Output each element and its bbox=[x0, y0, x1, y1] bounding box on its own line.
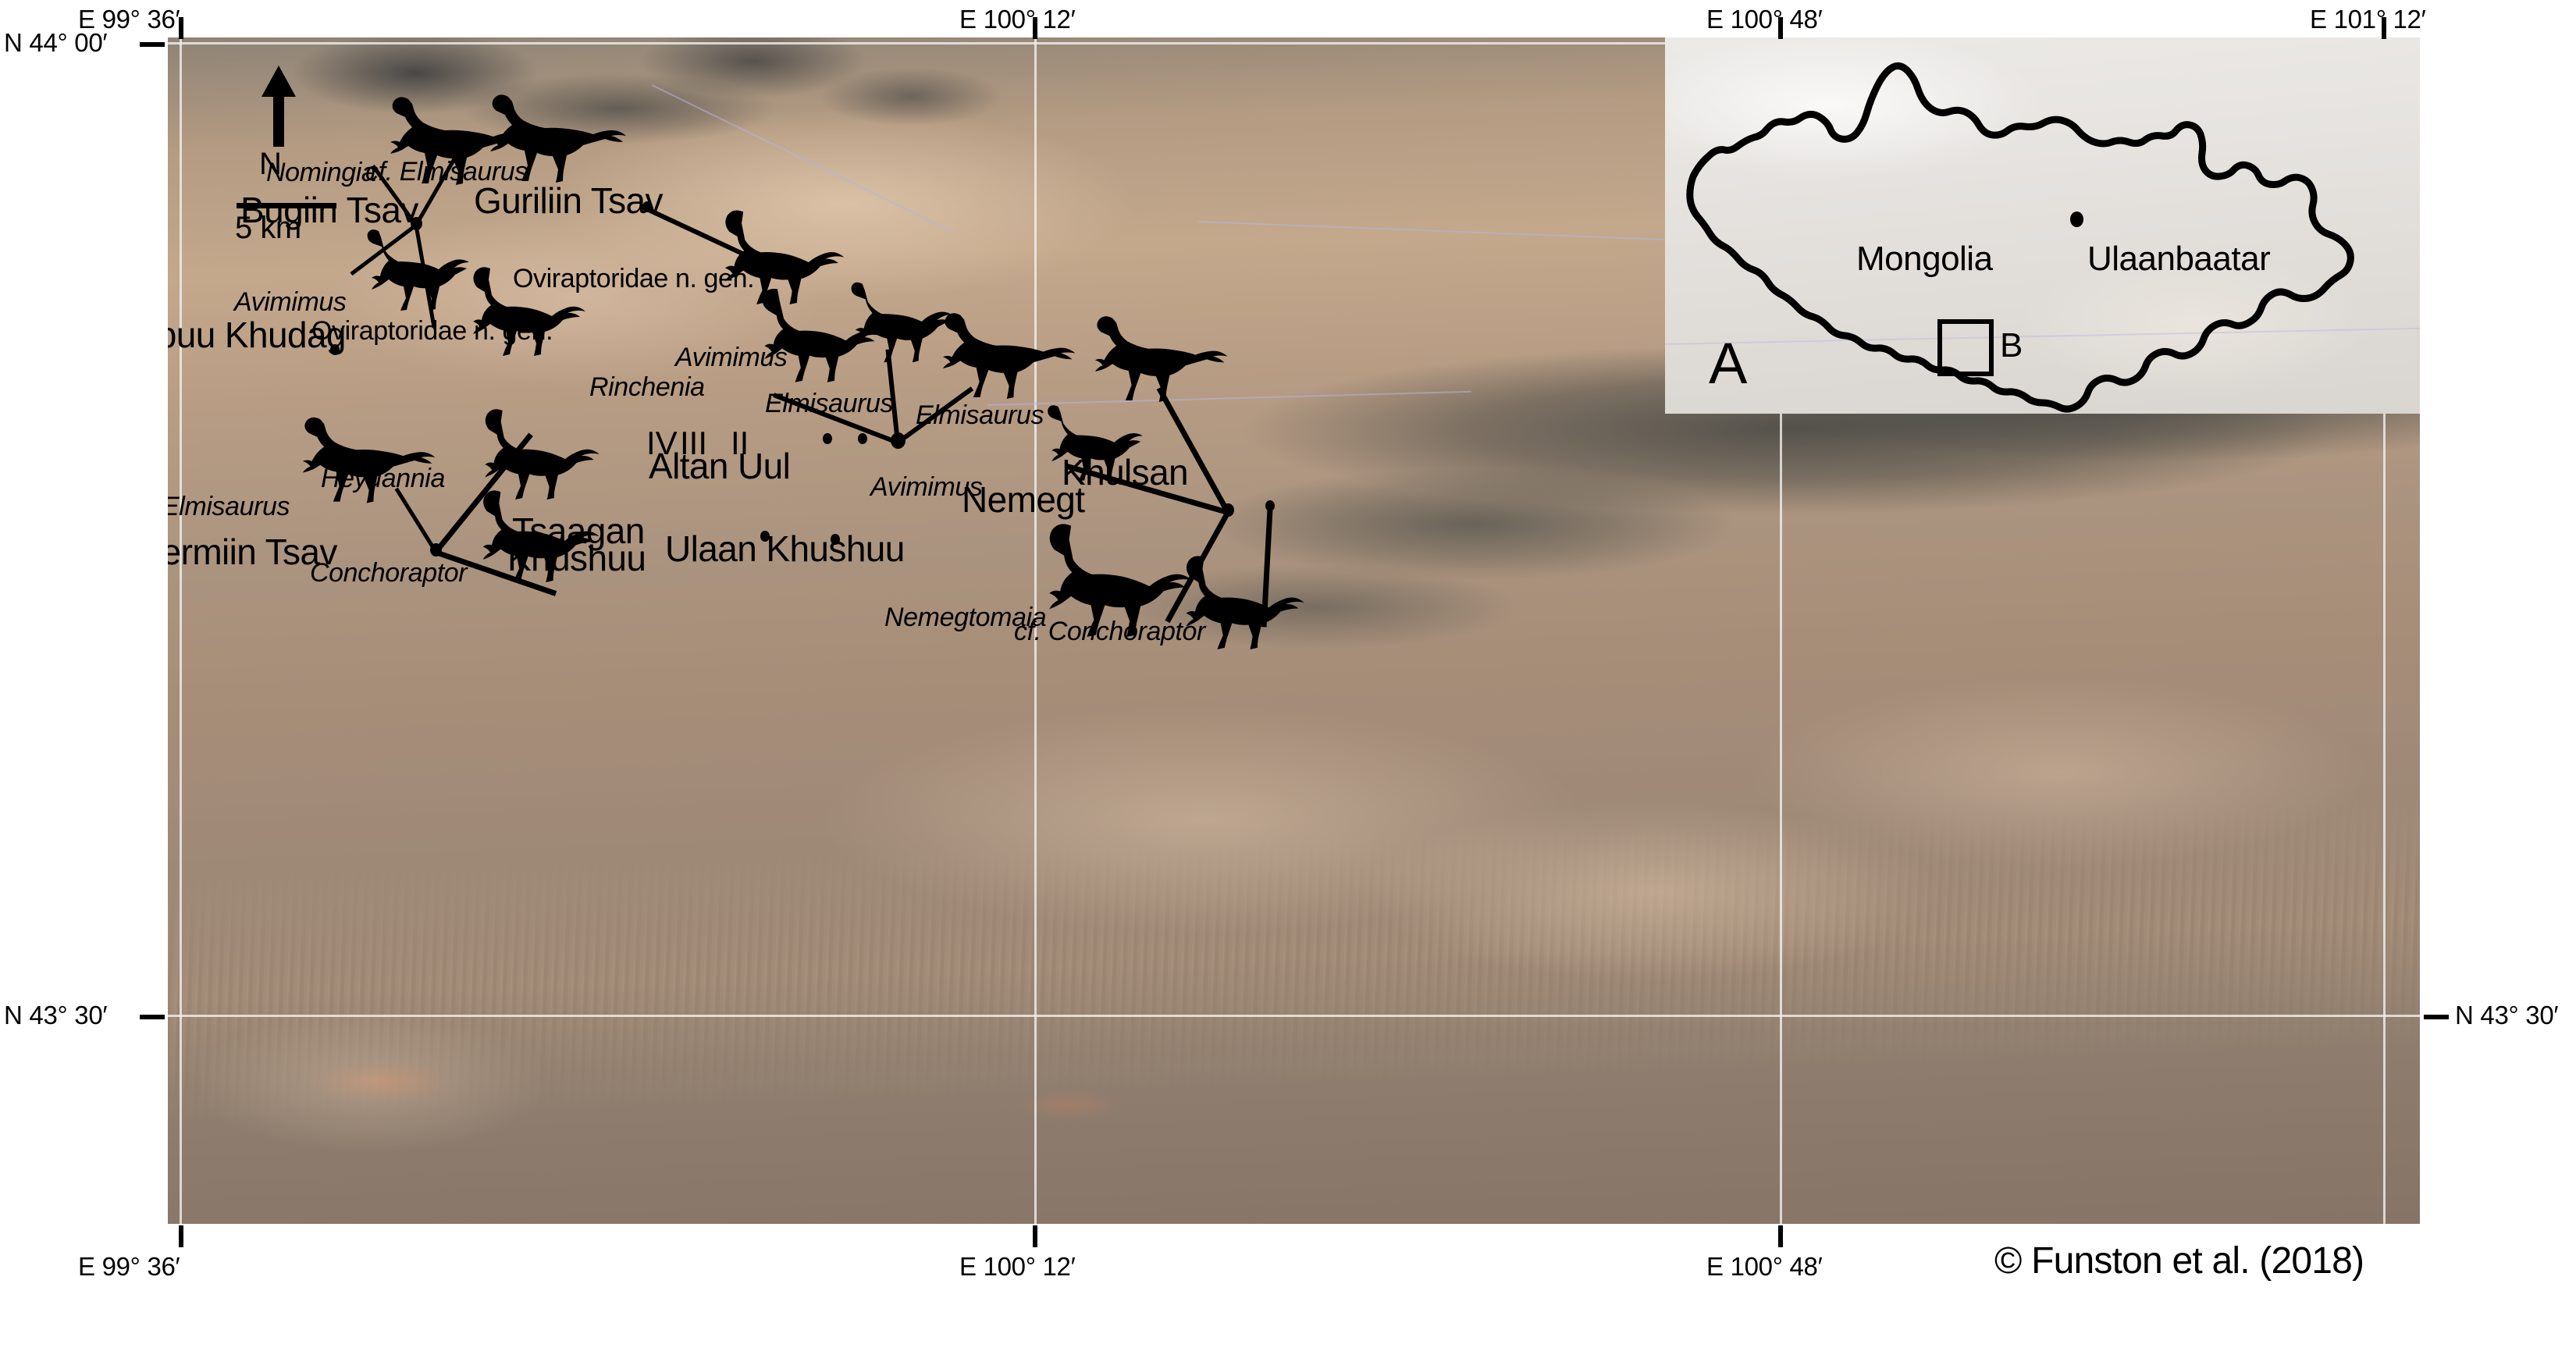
coord-label-top-e100-48: E 100° 48′ bbox=[1706, 5, 1823, 34]
locality-dot-tsaagan-khushuu[interactable] bbox=[760, 531, 770, 542]
inset-label-mongolia: Mongolia bbox=[1856, 240, 1993, 278]
place-label-ulaan-khushuu: Ulaan Khushuu bbox=[665, 528, 905, 569]
coord-tick-bottom-e100-12 bbox=[1033, 1225, 1037, 1247]
taxon-label-rinchenia: Rinchenia bbox=[589, 372, 705, 402]
taxon-label-nemegtomaia: Nemegtomaia bbox=[884, 603, 1047, 632]
place-label-altan-uul: Altan Uul bbox=[649, 446, 791, 486]
place-label-khushuu: Khushuu bbox=[507, 538, 646, 578]
coord-tick-right-n43-30 bbox=[2424, 1015, 2449, 1019]
coord-label-bottom-e100-48: E 100° 48′ bbox=[1706, 1252, 1823, 1281]
taxon-label-nomingia: Nomingia bbox=[266, 158, 376, 187]
north-arrow-icon bbox=[262, 66, 296, 147]
silhouette-heyuannia bbox=[485, 409, 600, 500]
taxon-label-elmisaurus-altan: Elmisaurus bbox=[765, 389, 894, 418]
place-label-bambuu-khudag: Bambuu Khudag bbox=[168, 315, 347, 355]
coord-label-left-n43-30: N 43° 30′ bbox=[4, 1001, 108, 1030]
coord-label-left-n44-00: N 44° 00′ bbox=[4, 28, 108, 57]
inset-label-study-area-b: B bbox=[2000, 326, 2023, 365]
silhouette-avimimus-bugiin bbox=[367, 229, 469, 311]
place-label-bugiin-tsav: Bugiin Tsav bbox=[240, 190, 418, 230]
silhouette-cf-elmisaurus bbox=[490, 94, 626, 183]
coord-tick-top-e100-48 bbox=[1778, 17, 1783, 39]
coord-label-bottom-e99-36: E 99° 36′ bbox=[78, 1252, 180, 1281]
taxon-label-conchoraptor: Conchoraptor bbox=[310, 558, 468, 588]
inset-map-panel-a: Mongolia Ulaanbaatar B A bbox=[1665, 37, 2420, 414]
scale-bar-label: 5 km bbox=[235, 211, 301, 245]
gridline-horizontal-n43-30 bbox=[168, 1015, 2420, 1017]
north-label: N bbox=[259, 147, 282, 181]
scale-bar bbox=[237, 203, 336, 208]
taxon-label-cf-elmisaurus: cf. Elmisaurus bbox=[365, 157, 528, 187]
coord-tick-left-n44-00 bbox=[140, 42, 165, 47]
inset-label-ulaanbaatar: Ulaanbaatar bbox=[2087, 240, 2271, 278]
coord-tick-bottom-e99-36 bbox=[179, 1225, 183, 1247]
capital-dot-ulaanbaatar[interactable] bbox=[2070, 212, 2083, 227]
silhouette-avimimus-altan bbox=[851, 282, 952, 363]
coord-tick-left-n43-30 bbox=[140, 1015, 165, 1019]
silhouette-nemegtomaia bbox=[1049, 524, 1193, 637]
roman-label-altan-uul-iii: III bbox=[680, 425, 708, 461]
locality-dot-ulaan-khushuu[interactable] bbox=[831, 534, 840, 545]
coord-tick-top-e99-36 bbox=[179, 17, 183, 39]
coord-label-right-n43-30: N 43° 30′ bbox=[2455, 1001, 2559, 1030]
taxon-label-oviraptoridae-guriliin: Oviraptoridae n. gen. bbox=[513, 264, 755, 293]
silhouette-oviraptoridae-bugiin bbox=[473, 267, 585, 356]
place-label-nemegt: Nemegt bbox=[962, 479, 1085, 520]
taxon-label-cf-conchoraptor: cf. Conchoraptor bbox=[1014, 617, 1205, 646]
study-area-box[interactable] bbox=[1937, 319, 1994, 376]
silhouette-elmisaurus-altan bbox=[942, 313, 1076, 399]
coord-label-bottom-e100-12: E 100° 12′ bbox=[959, 1252, 1076, 1281]
locality-dot-guriliin-tsav[interactable] bbox=[642, 201, 652, 212]
place-label-khulsan: Khulsan bbox=[1062, 452, 1189, 493]
place-label-hermiin-tsav: Hermiin Tsav bbox=[168, 532, 337, 572]
locality-dot-altan-uul-iii[interactable] bbox=[858, 433, 867, 444]
coord-tick-top-e101-12 bbox=[2382, 17, 2386, 39]
locality-dot-bambuu-khudag[interactable] bbox=[330, 344, 340, 355]
taxon-label-oviraptoridae-bugiin: Oviraptoridae n. gen. bbox=[311, 316, 553, 346]
coord-label-top-e99-36: E 99° 36′ bbox=[78, 5, 180, 34]
locality-dot-bugiin-tsav[interactable] bbox=[411, 217, 422, 230]
taxon-label-avimimus-bugiin: Avimimus bbox=[234, 287, 347, 317]
place-label-guriliin-tsav: Guriliin Tsav bbox=[474, 180, 663, 221]
taxon-label-avimimus-nemegt: Avimimus bbox=[870, 472, 983, 502]
gridline-vertical-e99-36 bbox=[180, 37, 182, 1224]
locality-dot-nemegt[interactable] bbox=[1222, 503, 1234, 517]
silhouette-avimimus-nemegt bbox=[1048, 405, 1143, 482]
taxon-label-avimimus-altan: Avimimus bbox=[675, 343, 788, 372]
silhouette-oviraptoridae-guriliin bbox=[724, 210, 845, 304]
silhouette-elmisaurus-hermiin bbox=[302, 417, 436, 503]
mongolia-border-outline bbox=[1686, 62, 2354, 413]
silhouette-rinchenia bbox=[762, 288, 881, 382]
silhouette-conchoraptor bbox=[482, 490, 600, 582]
taxon-label-heyuannia: Heyuannia bbox=[321, 464, 445, 493]
roman-label-altan-uul-ii: II bbox=[731, 425, 749, 461]
taxon-label-elmisaurus-nemegt: Elmisaurus bbox=[916, 400, 1044, 430]
coord-label-top-e101-12: E 101° 12′ bbox=[2310, 5, 2426, 34]
silhouette-elmisaurus-nemegt bbox=[1094, 316, 1228, 402]
panel-a-label: A bbox=[1709, 331, 1747, 396]
locality-dot-altan-uul-iv[interactable] bbox=[823, 433, 832, 444]
locality-dot-hermiin-tsav[interactable] bbox=[430, 543, 442, 557]
silhouette-cf-conchoraptor bbox=[1186, 556, 1304, 649]
credit-label: © Funston et al. (2018) bbox=[1994, 1240, 2364, 1282]
taxon-label-elmisaurus-hermiin: Elmisaurus bbox=[168, 492, 290, 521]
roman-label-altan-uul-iv: IV bbox=[646, 425, 678, 461]
coord-tick-bottom-e100-48 bbox=[1778, 1225, 1783, 1247]
locality-dot-altan-uul-ii[interactable] bbox=[891, 432, 906, 449]
silhouette-nomingia bbox=[390, 97, 526, 185]
coord-label-top-e100-12: E 100° 12′ bbox=[959, 5, 1076, 34]
locality-dot-khulsan[interactable] bbox=[1265, 500, 1275, 511]
place-label-tsaagan: Tsaagan bbox=[512, 510, 645, 551]
coord-tick-top-e100-12 bbox=[1033, 17, 1037, 39]
